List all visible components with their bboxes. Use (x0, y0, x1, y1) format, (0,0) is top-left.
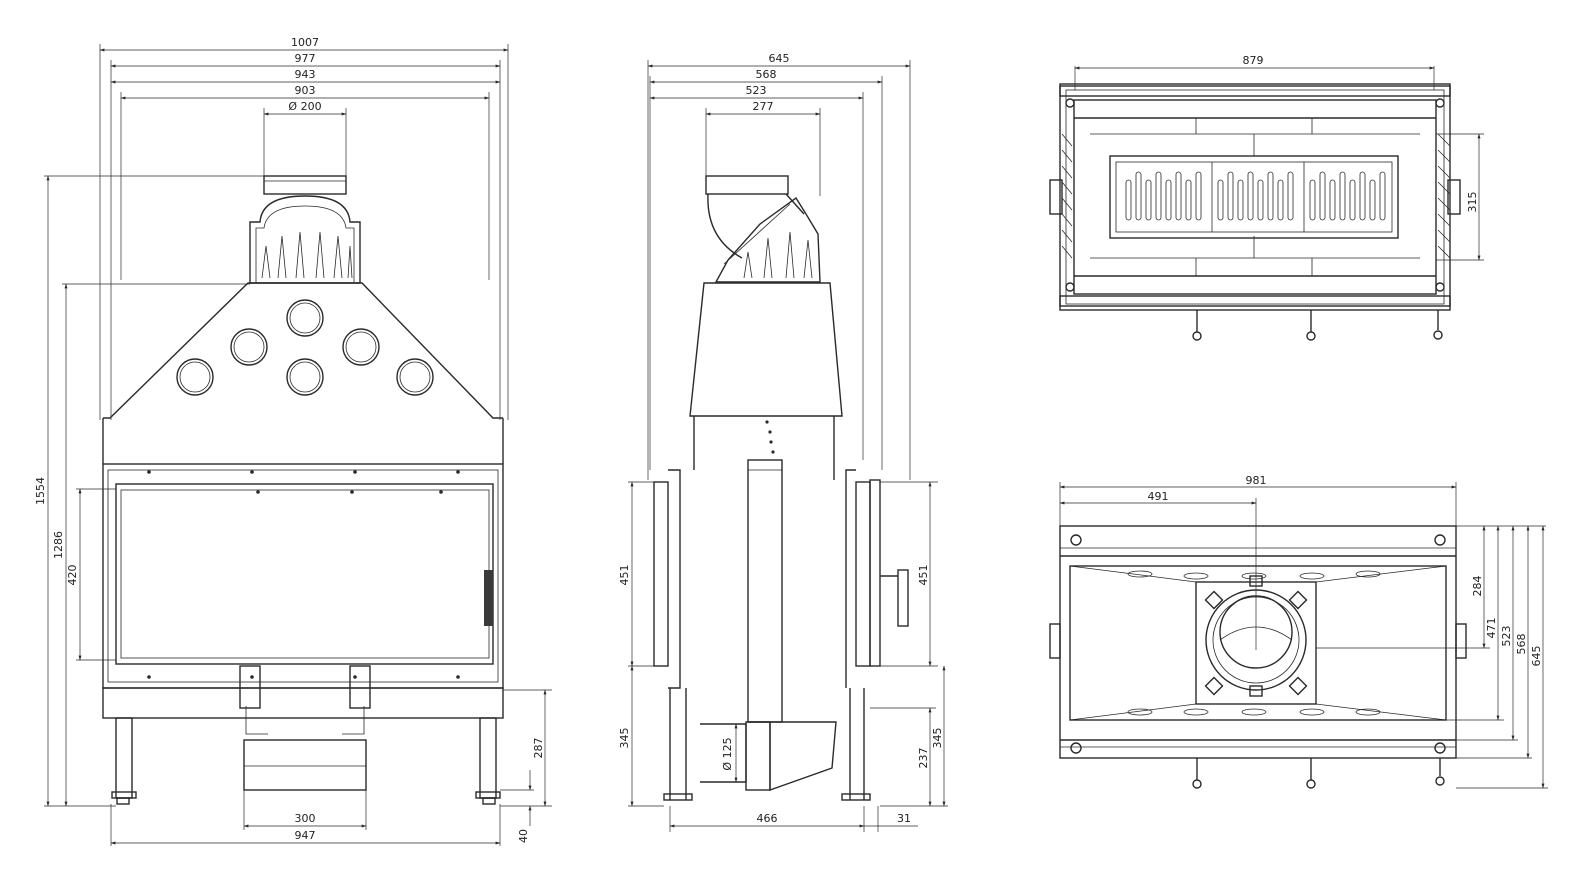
side-handle (897, 569, 909, 627)
side-center-column (747, 459, 783, 723)
side-inlet-diameter: Ø 125 (721, 737, 734, 770)
side-width-277: 277 (753, 100, 774, 113)
side-width-568: 568 (756, 68, 777, 81)
side-manifold (714, 196, 821, 283)
flue-collar (263, 175, 347, 195)
front-ashtray-300: 300 (295, 812, 316, 825)
flue-manifold (249, 195, 361, 284)
ash-drawer-front (239, 665, 261, 709)
front-width-903: 903 (295, 84, 316, 97)
top-handles (1192, 310, 1443, 341)
top-width-879: 879 (1243, 54, 1264, 67)
side-door-left (653, 481, 669, 667)
side-base-right-345: 345 (931, 728, 944, 749)
bottom-outer-frame (1059, 525, 1457, 759)
door-glass (115, 483, 494, 665)
bottom-width-981: 981 (1246, 474, 1267, 487)
bottom-depth-645: 645 (1530, 646, 1543, 667)
ashtray (243, 739, 367, 791)
hood-panel (103, 282, 503, 419)
firebox-frame (102, 463, 504, 689)
bottom-depth-471: 471 (1485, 618, 1498, 639)
front-bottom-dimensions: 300 947 287 40 (110, 689, 552, 846)
door-spring (484, 570, 493, 626)
side-width-dimensions: 645 568 523 277 (647, 52, 911, 480)
front-height-420: 420 (66, 565, 79, 586)
bottom-depth-568: 568 (1515, 634, 1528, 655)
side-dimensions: 451 451 345 345 237 Ø 125 466 31 (618, 481, 948, 832)
front-width-1007: 1007 (291, 36, 319, 49)
side-offset-31: 31 (897, 812, 911, 825)
front-width-dimensions: 1007 977 943 903 Ø 200 (99, 36, 509, 420)
front-height-dimensions: 1554 1286 420 (34, 175, 264, 807)
side-flue-collar (705, 175, 789, 195)
top-depth-315: 315 (1466, 192, 1479, 213)
bottom-half-width-491: 491 (1148, 490, 1169, 503)
side-door-left-451: 451 (618, 565, 631, 586)
side-door-right (855, 481, 871, 667)
base-frame (102, 687, 504, 719)
top-grate (1109, 155, 1399, 239)
front-width-943: 943 (295, 68, 316, 81)
bottom-handles (1192, 758, 1445, 789)
front-flue-diameter: Ø 200 (288, 100, 321, 113)
side-base-left-345: 345 (618, 728, 631, 749)
bottom-flue-flange (1204, 575, 1308, 697)
front-height-1286: 1286 (52, 531, 65, 559)
top-view: 879 (1049, 54, 1484, 341)
side-legs-466: 466 (757, 812, 778, 825)
side-view: 645 568 523 277 (618, 52, 948, 832)
front-leg-right (479, 717, 497, 799)
front-leg-left (115, 717, 133, 799)
bottom-view: 981 491 (1049, 474, 1548, 789)
bottom-depth-dimensions: 284 471 523 568 645 (1316, 525, 1548, 789)
side-width-645: 645 (769, 52, 790, 65)
top-outer-frame (1059, 83, 1451, 311)
front-height-1554: 1554 (34, 477, 47, 505)
front-legs-947: 947 (295, 829, 316, 842)
side-hood (689, 282, 843, 417)
side-door-right-451: 451 (917, 565, 930, 586)
front-width-977: 977 (295, 52, 316, 65)
grate-bars (1125, 162, 1386, 232)
bottom-depth-523: 523 (1500, 626, 1513, 647)
side-width-523: 523 (746, 84, 767, 97)
front-foot-40: 40 (517, 829, 530, 843)
front-view: 1007 977 943 903 Ø 200 1554 1286 420 (34, 36, 552, 846)
front-base-287: 287 (532, 738, 545, 759)
bottom-depth-284: 284 (1471, 576, 1484, 597)
convection-holes (176, 299, 434, 396)
side-inlet-237: 237 (917, 748, 930, 769)
